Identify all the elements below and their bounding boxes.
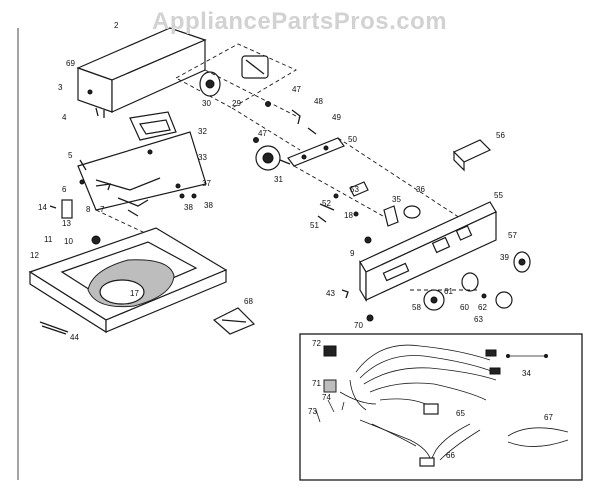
callout-17: 17: [130, 289, 139, 298]
watermark-text: AppliancePartsPros.com: [152, 8, 448, 35]
leader-line: [231, 107, 301, 151]
callout-44: 44: [70, 333, 79, 342]
hose-and-clip: [39, 307, 256, 335]
callout-51: 51: [310, 221, 319, 230]
callout-33: 33: [198, 153, 207, 162]
callout-55: 55: [494, 191, 503, 200]
callout-36: 36: [416, 185, 425, 194]
callout-70: 70: [354, 321, 363, 330]
callout-49: 49: [332, 113, 341, 122]
callout-57: 57: [508, 231, 517, 240]
rotary-switches: [317, 181, 421, 244]
callout-7: 7: [100, 205, 105, 214]
leader-line: [204, 69, 301, 119]
callout-34: 34: [522, 369, 531, 378]
callout-63: 63: [474, 315, 483, 324]
callout-30: 30: [202, 99, 211, 108]
callout-39: 39: [500, 253, 509, 262]
callout-65: 65: [456, 409, 465, 418]
callout-13: 13: [62, 219, 71, 228]
callout-74: 74: [322, 393, 331, 402]
water-level-switch: [255, 145, 291, 171]
callout-8: 8: [86, 205, 91, 214]
callout-29: 29: [232, 99, 241, 108]
callout-4: 4: [62, 113, 67, 122]
callout-35: 35: [392, 195, 401, 204]
callout-58: 58: [412, 303, 421, 312]
callout-68: 68: [244, 297, 253, 306]
callout-53: 53: [350, 185, 359, 194]
callout-56: 56: [496, 131, 505, 140]
washer-top: [28, 227, 228, 334]
callout-61: 61: [444, 287, 453, 296]
callout-18: 18: [344, 211, 353, 220]
top-panel-bracket: [77, 111, 207, 241]
callout-5: 5: [68, 151, 73, 160]
callout-60: 60: [460, 303, 469, 312]
lid-switch-parts: [79, 159, 197, 217]
callout-38-left: 38: [184, 203, 193, 212]
callout-14: 14: [38, 203, 47, 212]
switch-bracket: [287, 137, 461, 221]
callout-2: 2: [114, 21, 119, 30]
callout-11: 11: [44, 235, 53, 244]
callout-47-lower: 47: [258, 129, 267, 138]
callout-10: 10: [64, 237, 73, 246]
callout-31: 31: [274, 175, 283, 184]
callout-37: 37: [202, 179, 211, 188]
timer-assembly: [175, 43, 297, 109]
callout-52: 52: [322, 199, 331, 208]
callout-47-upper: 47: [292, 85, 301, 94]
callout-3: 3: [58, 83, 63, 92]
console-backsplash: [76, 27, 207, 118]
callout-67: 67: [544, 413, 553, 422]
wiring-harness: [315, 344, 569, 467]
dial-knob: [452, 139, 492, 172]
callout-9: 9: [350, 249, 355, 258]
switch-hardware: [253, 101, 317, 143]
lid-switch: [49, 199, 73, 219]
knob-parts: [341, 272, 513, 322]
callout-32: 32: [198, 127, 207, 136]
callout-69: 69: [66, 59, 75, 68]
callout-66: 66: [446, 451, 455, 460]
callout-73: 73: [308, 407, 317, 416]
wiring-inset-frame: [299, 333, 583, 481]
callout-50: 50: [348, 135, 357, 144]
callout-38-right: 38: [204, 201, 213, 210]
callout-48: 48: [314, 97, 323, 106]
control-knob: [513, 251, 531, 273]
callout-62: 62: [478, 303, 487, 312]
callout-71: 71: [312, 379, 321, 388]
control-panel: [359, 201, 497, 303]
callout-72: 72: [312, 339, 321, 348]
callout-6: 6: [62, 185, 67, 194]
callout-43: 43: [326, 289, 335, 298]
callout-12: 12: [30, 251, 39, 260]
